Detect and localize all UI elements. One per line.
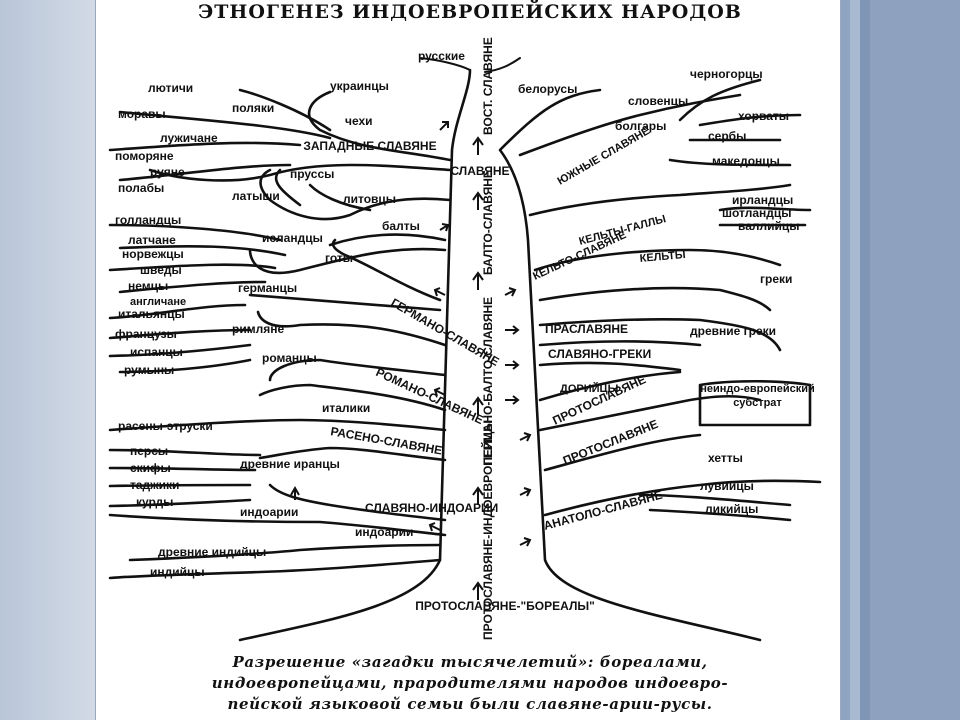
background-left xyxy=(0,0,96,720)
people-drevnie-greki: древние греки xyxy=(690,324,776,338)
people-polyaki: поляки xyxy=(232,101,274,115)
people-italyantsy: итальянцы xyxy=(118,307,185,321)
label-slavyano-indoarii: СЛАВЯНО-ИНДОАРИИ xyxy=(365,501,498,515)
people-litovtsy: литовцы xyxy=(343,192,396,206)
right-branches xyxy=(518,78,822,522)
people-romantsy: романцы xyxy=(262,351,317,365)
people-indoarii-2: индоарии xyxy=(355,525,413,539)
people-indijtsy: индийцы xyxy=(150,565,205,579)
people-makedontsy: македонцы xyxy=(712,154,780,168)
label-protoslavyane-borealy: ПРОТОСЛАВЯНЕ-"БОРЕАЛЫ" xyxy=(415,599,595,613)
caption-line-1: Разрешение «загадки тысячелетий»: бореал… xyxy=(232,653,708,671)
people-chekhi: чехи xyxy=(345,114,373,128)
people-luvijtsy: лувийцы xyxy=(700,479,754,493)
label-dorijtsy: ДОРИЙЦЫ xyxy=(560,382,619,395)
trunk-arrows xyxy=(290,121,532,600)
people-balty: балты xyxy=(382,219,420,233)
people-vallijtsy: валлийцы xyxy=(738,219,800,233)
people-frantsuzy: французы xyxy=(115,327,177,341)
people-irlandtsy: ирландцы xyxy=(732,193,793,207)
diagram-title: ЭТНОГЕНЕЗ ИНДОЕВРОПЕЙСКИХ НАРОДОВ xyxy=(198,0,742,23)
people-shvedy: шведы xyxy=(140,263,182,277)
label-kelty: КЕЛЬТЫ xyxy=(639,249,686,265)
people-neindoevropejskij-substrat: неиндо-европейский субстрат xyxy=(700,383,815,409)
people-shotlandtsy: шотландцы xyxy=(722,206,792,220)
people-drevnie-irantsy: древние иранцы xyxy=(240,457,340,471)
people-raseny-etruski: расены-этруски xyxy=(118,419,213,433)
people-anglichane: англичане xyxy=(130,296,186,308)
label-balto-slavyane: БАЛТО-СЛАВЯНЕ xyxy=(481,170,495,275)
people-italiki: италики xyxy=(322,401,370,415)
label-slavyane: СЛАВЯНЕ xyxy=(450,164,509,178)
label-vost-slavyane: ВОСТ. СЛАВЯНЕ xyxy=(481,37,495,135)
people-islandtsy: исландцы xyxy=(262,231,323,245)
caption: Разрешение «загадки тысячелетий»: бореал… xyxy=(120,652,820,715)
people-luzhichane: лужичане xyxy=(160,131,218,145)
people-persy: персы xyxy=(130,444,168,458)
people-russkie: русские xyxy=(418,49,465,63)
left-branches xyxy=(108,88,452,580)
people-pomoryane: поморяне xyxy=(115,149,174,163)
people-bolgary: болгары xyxy=(615,119,666,133)
people-rumyny: румыны xyxy=(124,363,174,377)
label-protoslavyane-2: ПРОТОСЛАВЯНЕ xyxy=(561,417,660,468)
people-latyshi: латыши xyxy=(232,189,280,203)
people-belorusy: белорусы xyxy=(518,82,577,96)
people-likijtsy: ликийцы xyxy=(705,502,758,516)
people-goty: готы xyxy=(325,251,353,265)
people-norvezhtsy: норвежцы xyxy=(122,247,184,261)
people-moravy: моравы xyxy=(118,107,166,121)
people-indoarii: индоарии xyxy=(240,505,298,519)
people-latchane: латчане xyxy=(128,233,176,247)
people-ruyane: руяне xyxy=(150,165,185,179)
people-germantsy: германцы xyxy=(238,281,297,295)
people-serby: сербы xyxy=(708,129,746,143)
label-zapadnye-slavyane: ЗАПАДНЫЕ СЛАВЯНЕ xyxy=(303,139,436,153)
people-slovenets: словенцы xyxy=(628,94,688,108)
label-praslavyane: ПРАСЛАВЯНЕ xyxy=(545,322,628,336)
people-greki: греки xyxy=(760,272,792,286)
caption-line-2: индоевропейцами, прародителями народов и… xyxy=(211,674,729,692)
people-chernogortsy: черногорцы xyxy=(690,67,763,81)
people-tadzhiki: таджики xyxy=(130,478,179,492)
label-germano-balto-slavyane: ГЕРМАНО-БАЛТО-СЛАВЯНЕ xyxy=(481,297,495,465)
people-gollandtsy: голландцы xyxy=(115,213,181,227)
people-drevnie-indijtsy: древние индийцы xyxy=(158,545,266,559)
trunk xyxy=(238,57,762,642)
label-protoslavyane-indoevropejtsy: ПРОТОСЛАВЯНЕ-ИНДОЕВРОПЕЙЦЫ xyxy=(480,420,495,640)
people-polaby: полабы xyxy=(118,181,164,195)
label-yuzhnye-slavyane: ЮЖНЫЕ СЛАВЯНЕ xyxy=(556,125,652,188)
label-slavyano-greki: СЛАВЯНО-ГРЕКИ xyxy=(548,347,651,361)
people-nemtsy: немцы xyxy=(128,279,168,293)
label-kelty-gally: КЕЛЬТЫ-ГАЛЛЫ xyxy=(578,213,668,248)
people-lyutichi: лютичи xyxy=(148,81,193,95)
people-khetty: хетты xyxy=(708,451,743,465)
background-right xyxy=(840,0,960,720)
people-khorvaty: хорваты xyxy=(738,109,789,123)
people-kurdy: курды xyxy=(136,495,173,509)
people-ukraintsy: украинцы xyxy=(330,79,389,93)
people-rimlyane: римляне xyxy=(232,322,284,336)
people-prussy: пруссы xyxy=(290,167,334,181)
caption-line-3: пейской языковой семьи были славяне-арии… xyxy=(227,695,713,713)
diagram-paper xyxy=(96,0,840,720)
people-skify: скифы xyxy=(130,461,171,475)
people-ispantsy: испанцы xyxy=(130,345,183,359)
